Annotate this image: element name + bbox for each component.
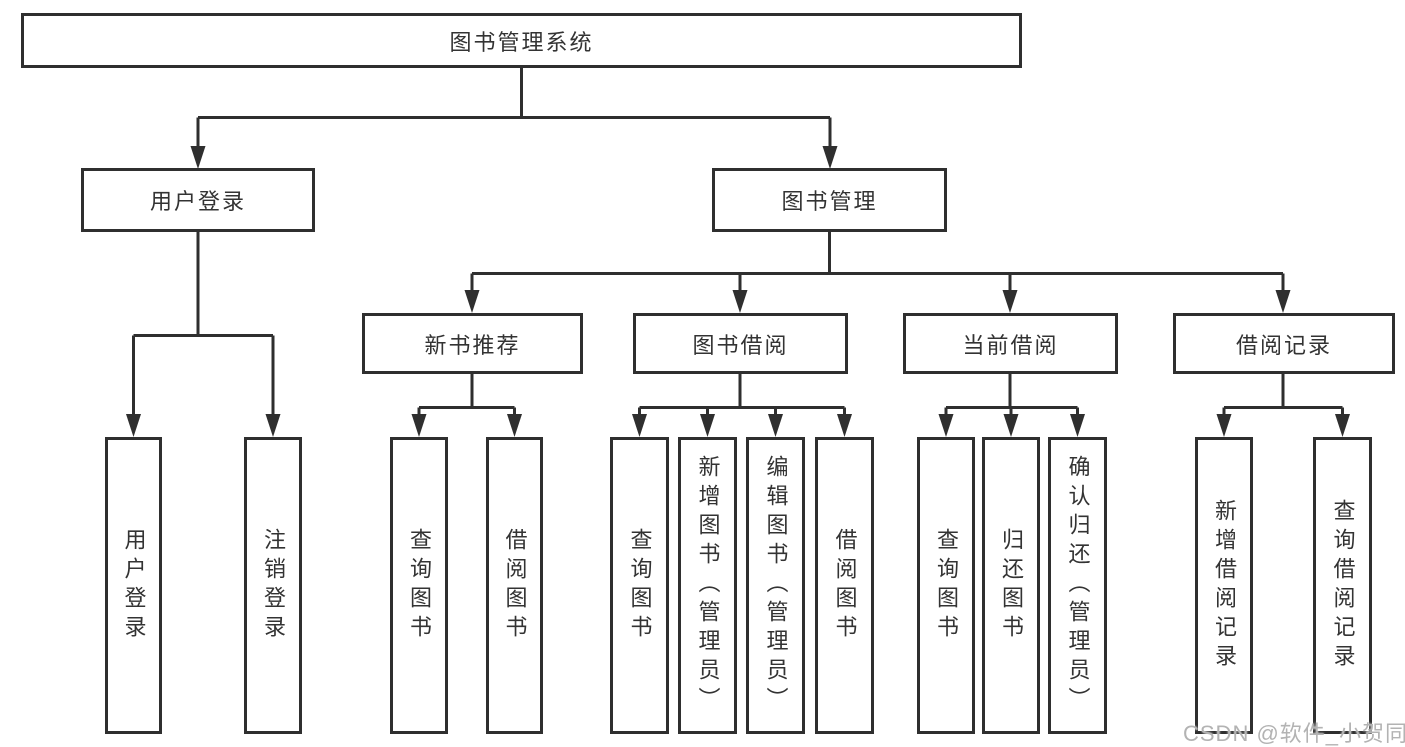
leaf-recommend-borrow-books-label: 借阅图书	[502, 527, 528, 644]
leaf-borrow-books: 借阅图书	[815, 437, 874, 734]
node-book-management-label: 图书管理	[781, 189, 878, 214]
leaf-borrow-books-label: 借阅图书	[832, 527, 858, 644]
leaf-recommend-query-books-label: 查询图书	[407, 527, 432, 644]
leaf-edit-books-admin-label: 编辑图书（管理员）	[763, 455, 789, 716]
leaf-current-query-books: 查询图书	[917, 437, 975, 734]
leaf-recommend-borrow-books: 借阅图书	[486, 437, 543, 734]
connector-borrow-records-branch	[1216, 374, 1350, 437]
leaf-logout-label: 注销登录	[261, 527, 286, 644]
node-root-system: 图书管理系统	[21, 13, 1022, 68]
leaf-edit-books-admin: 编辑图书（管理员）	[746, 437, 805, 734]
leaf-current-query-books-label: 查询图书	[934, 527, 959, 644]
node-current-borrow-label: 当前借阅	[962, 332, 1059, 358]
leaf-add-books-admin: 新增图书（管理员）	[678, 437, 737, 734]
leaf-confirm-return-admin: 确认归还（管理员）	[1048, 437, 1107, 734]
node-borrow-records: 借阅记录	[1173, 313, 1395, 374]
connector-root-to-level2	[190, 68, 838, 169]
node-current-borrow: 当前借阅	[903, 313, 1118, 374]
node-new-book-recommend-label: 新书推荐	[424, 332, 521, 358]
leaf-return-books: 归还图书	[982, 437, 1040, 734]
leaf-borrow-query-books: 查询图书	[610, 437, 669, 734]
leaf-recommend-query-books: 查询图书	[390, 437, 448, 734]
leaf-confirm-return-admin-label: 确认归还（管理员）	[1065, 455, 1091, 716]
connector-current-borrow-branch	[938, 374, 1085, 437]
leaf-query-borrow-record-label: 查询借阅记录	[1330, 498, 1356, 673]
leaf-user-login-label: 用户登录	[121, 527, 147, 644]
node-book-borrow: 图书借阅	[633, 313, 848, 374]
connector-book-borrow-branch	[632, 374, 852, 437]
node-user-login: 用户登录	[81, 168, 315, 232]
leaf-user-login: 用户登录	[105, 437, 162, 734]
node-new-book-recommend: 新书推荐	[362, 313, 583, 374]
node-root-system-label: 图书管理系统	[449, 29, 594, 55]
leaf-return-books-label: 归还图书	[999, 527, 1024, 644]
node-book-management: 图书管理	[712, 168, 947, 232]
node-user-login-label: 用户登录	[149, 189, 246, 214]
csdn-watermark: CSDN @软件_小贺同学	[1183, 721, 1405, 746]
leaf-add-books-admin-label: 新增图书（管理员）	[695, 455, 721, 716]
leaf-add-borrow-record-label: 新增借阅记录	[1212, 498, 1237, 673]
node-borrow-records-label: 借阅记录	[1235, 332, 1332, 358]
connector-new-book-branch	[411, 374, 522, 437]
leaf-borrow-query-books-label: 查询图书	[627, 527, 653, 644]
node-book-borrow-label: 图书借阅	[692, 332, 789, 358]
leaf-add-borrow-record: 新增借阅记录	[1195, 437, 1253, 734]
leaf-query-borrow-record: 查询借阅记录	[1313, 437, 1372, 734]
connector-book-management-branch	[464, 232, 1291, 313]
leaf-logout: 注销登录	[244, 437, 302, 734]
connector-user-login-branch	[126, 232, 281, 437]
